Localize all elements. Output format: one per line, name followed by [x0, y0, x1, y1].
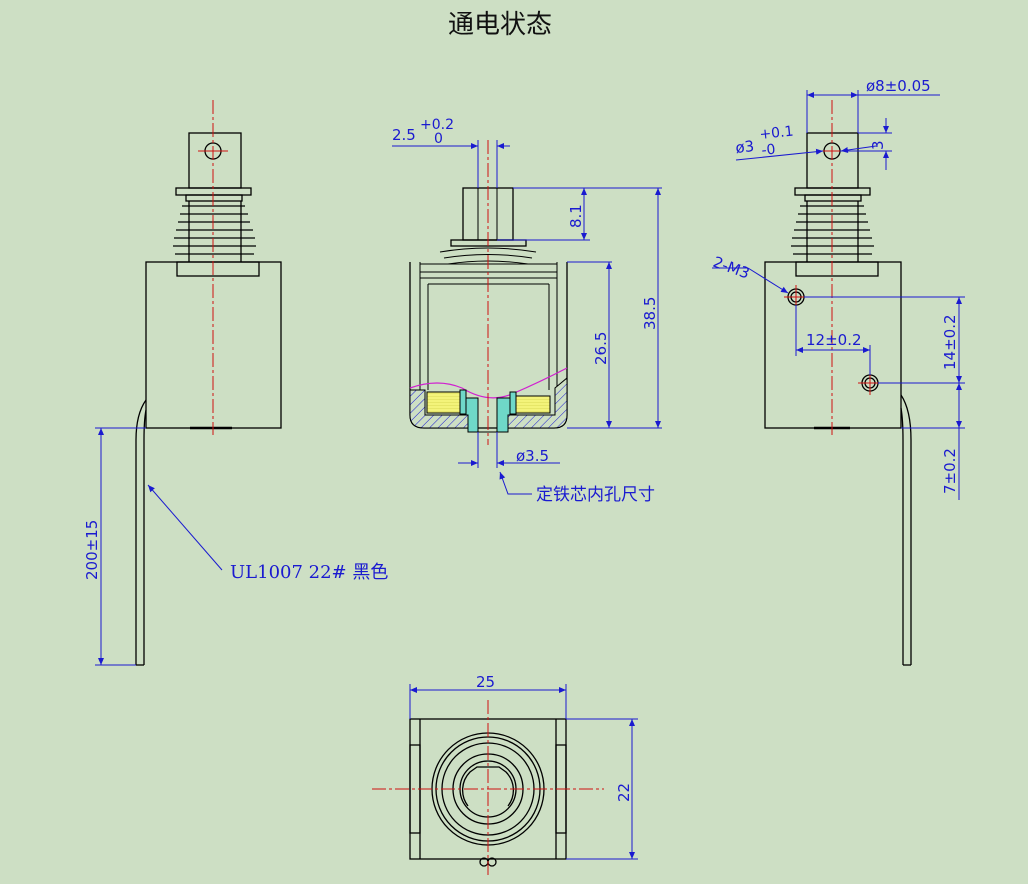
hole-tol-lower: -0	[761, 142, 777, 159]
side-dimensions	[712, 90, 965, 500]
thread-vertical-label: 14±0.2	[941, 314, 959, 370]
hole-offset-label: 3	[869, 140, 887, 150]
drawing-title: 通电状态	[447, 10, 552, 40]
depth-label: 22	[615, 783, 633, 802]
top-dimensions	[409, 684, 638, 860]
stroke-label: 8.1	[567, 204, 585, 228]
section-view	[409, 187, 568, 433]
total-height-label: 38.5	[641, 297, 659, 330]
lead-length-dimension	[95, 427, 223, 666]
frame-height-label: 26.5	[592, 332, 610, 365]
thread-label: 2-M3	[711, 253, 752, 283]
hole-tol-upper: +0.1	[759, 124, 794, 143]
lead-length-label: 200±15	[83, 520, 101, 580]
gap-tol-upper: +0.2	[420, 117, 454, 133]
side-view	[764, 132, 912, 666]
width-label: 25	[476, 673, 495, 691]
front-view	[135, 132, 282, 666]
gap-label: 2.5	[392, 126, 416, 144]
pin-dia-label: ø8±0.05	[866, 77, 931, 95]
section-dimensions	[392, 140, 662, 495]
core-hole-label: ø3.5	[516, 447, 549, 465]
thread-spacing-label: 12±0.2	[806, 331, 862, 349]
hole-dia-label: ø3	[735, 137, 756, 157]
lead-spec-label: UL1007 22# 黑色	[230, 562, 388, 583]
gap-tol-lower: 0	[434, 131, 443, 147]
core-hole-note: 定铁芯内孔尺寸	[536, 485, 655, 505]
bottom-offset-label: 7±0.2	[941, 448, 959, 494]
